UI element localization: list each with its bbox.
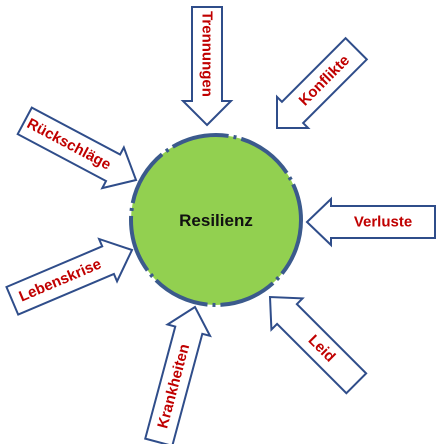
arrow-shape-lebenskrise bbox=[5, 237, 134, 316]
arrow-shape-rueckschlaege bbox=[16, 106, 138, 190]
center-label: Resilienz bbox=[179, 211, 253, 230]
arrow-shape-leid bbox=[268, 295, 368, 395]
arrow-shape-trennungen bbox=[180, 6, 234, 127]
arrow-shape-konflikte bbox=[276, 36, 369, 129]
arrow-label-verluste: Verluste bbox=[354, 214, 412, 231]
arrow-shape-verluste bbox=[305, 196, 436, 248]
arrow-shape-krankheiten bbox=[144, 305, 212, 444]
arrow-leid: Leid bbox=[268, 295, 368, 395]
circle-dashed-border bbox=[129, 133, 303, 307]
arrow-konflikte: Konflikte bbox=[276, 36, 369, 129]
arrow-verluste: Verluste bbox=[305, 196, 436, 248]
arrow-trennungen: Trennungen bbox=[180, 6, 234, 127]
arrow-krankheiten: Krankheiten bbox=[144, 305, 212, 444]
arrow-label-trennungen: Trennungen bbox=[199, 11, 216, 97]
arrow-lebenskrise: Lebenskrise bbox=[5, 237, 134, 316]
circle-fill bbox=[131, 135, 301, 305]
resilience-circle: Resilienz bbox=[129, 133, 303, 307]
arrow-rueckschlaege: Rückschläge bbox=[16, 106, 138, 190]
